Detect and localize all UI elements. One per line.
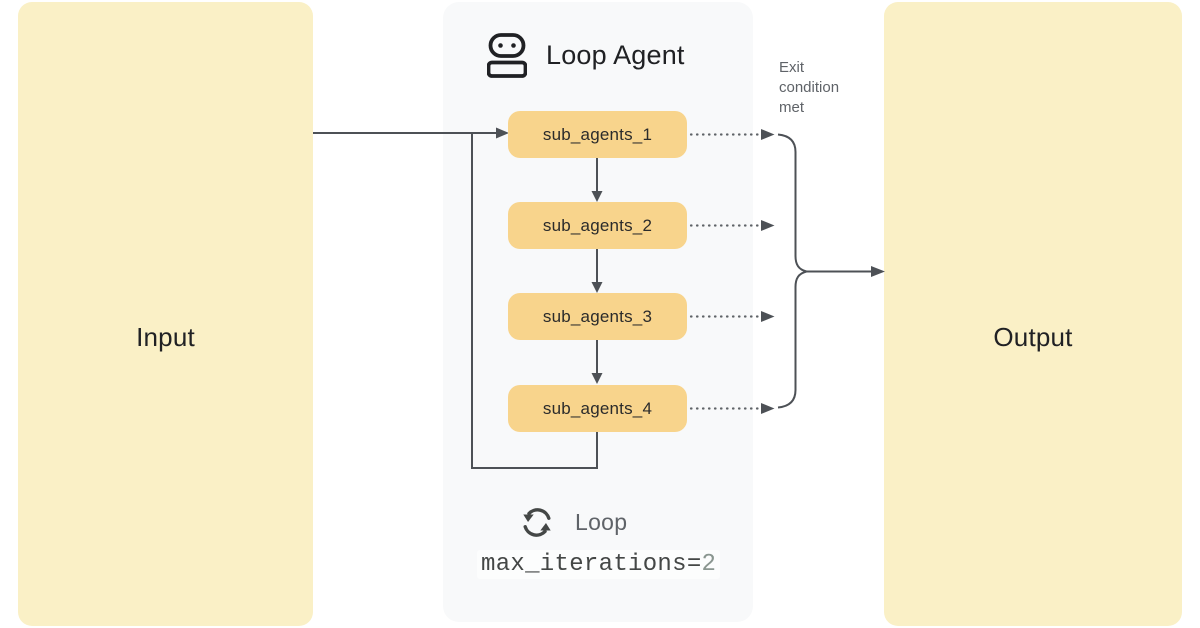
max-iterations-code: max_iterations=2	[477, 550, 721, 579]
exit-arrowhead-4	[761, 403, 775, 414]
merge-brace	[777, 133, 807, 409]
sub-agent-label: sub_agents_4	[542, 398, 653, 418]
sub-agent-node-3: sub_agents_3	[508, 293, 687, 340]
code-prefix: max_iterations=	[481, 551, 702, 578]
input-label: Input	[136, 321, 195, 352]
sub-agent-label: sub_agents_2	[542, 215, 653, 235]
loop-agent-title: Loop Agent	[546, 40, 685, 70]
loop-refresh-icon	[523, 508, 551, 537]
loop-footer: Loop	[520, 504, 627, 541]
sub-agent-node-1: sub_agents_1	[508, 111, 687, 158]
sub-agent-label: sub_agents_1	[542, 124, 653, 144]
sub-agent-label: sub_agents_3	[542, 306, 653, 326]
loop-agent-header: Loop Agent	[487, 33, 685, 78]
exit-arrowhead-3	[761, 311, 775, 322]
robot-icon	[487, 33, 527, 78]
loop-label: Loop	[575, 509, 628, 535]
exit-arrowhead-2	[761, 220, 775, 231]
code-value: 2	[701, 551, 717, 578]
sub-agent-node-4: sub_agents_4	[508, 385, 687, 432]
exit-arrowhead-1	[761, 129, 775, 140]
exit-condition-note: Exit condition met	[779, 59, 840, 116]
input-node: Input	[18, 2, 313, 626]
output-node: Output	[884, 2, 1182, 626]
output-label: Output	[993, 321, 1073, 352]
output-arrowhead	[871, 266, 885, 277]
sub-agent-node-2: sub_agents_2	[508, 202, 687, 249]
